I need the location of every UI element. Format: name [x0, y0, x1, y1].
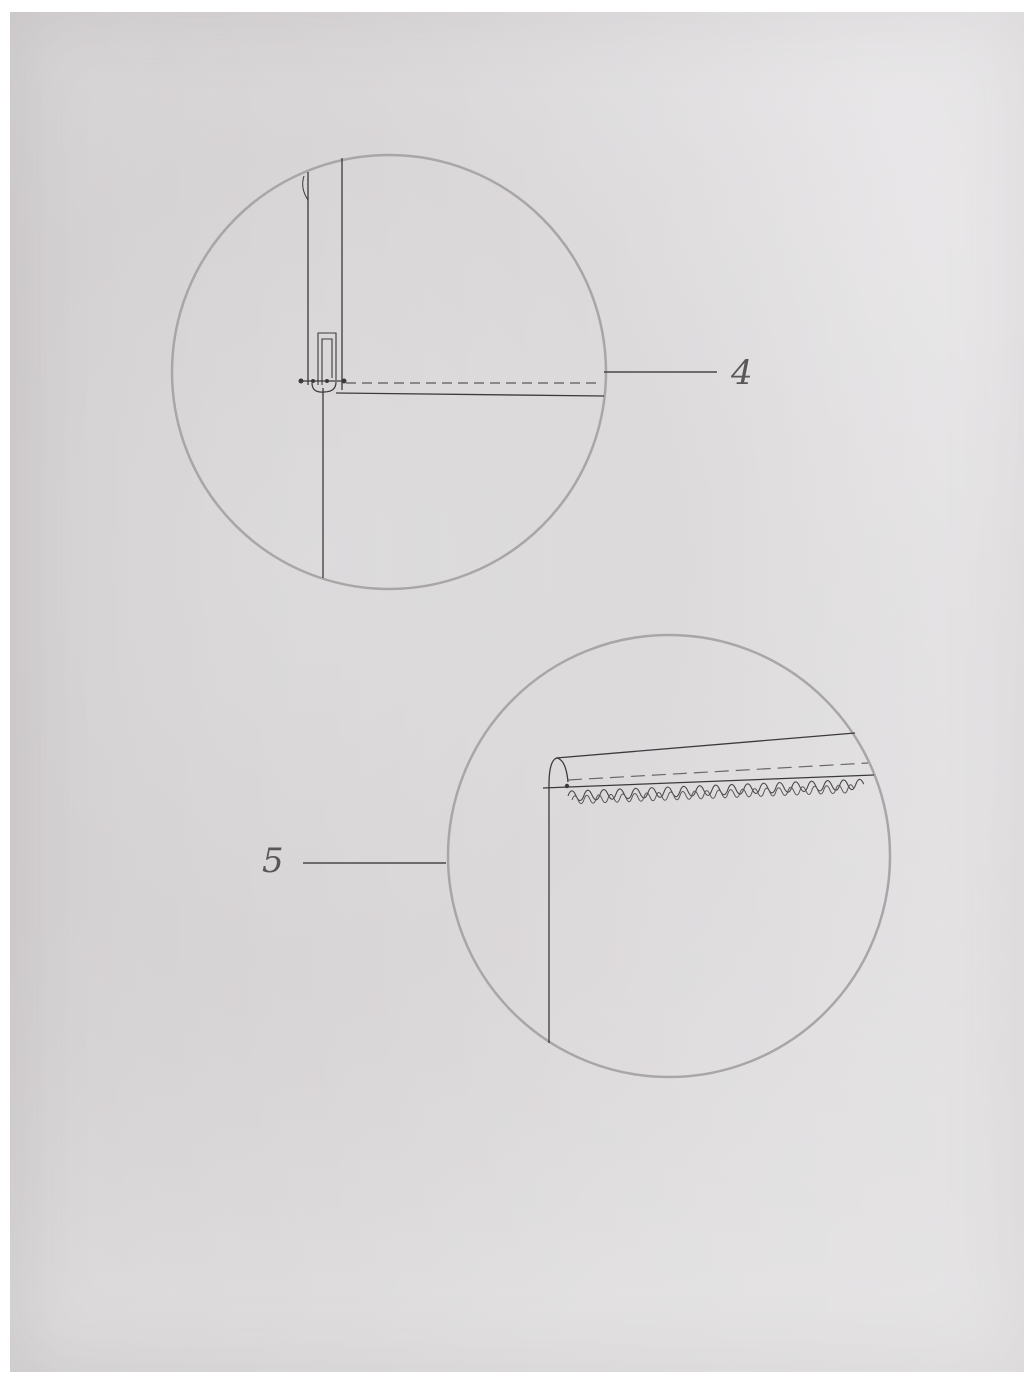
hem-edge-line-4: [335, 392, 605, 397]
callout-label-4: 4: [730, 353, 753, 393]
detail-circle-5: [446, 633, 892, 1079]
detail-view-4: 4: [170, 153, 753, 591]
seam-line-left-curl: [302, 175, 309, 201]
detail-circle-4: [170, 153, 608, 591]
stitch-point: [298, 378, 304, 384]
stitch-point: [341, 378, 347, 384]
stitch-point: [564, 783, 570, 789]
overlock-stitch: [567, 778, 865, 802]
hem-fold-outer: [317, 332, 337, 385]
dashed-seam-line-5: [567, 762, 869, 781]
garment-top-edge: [555, 732, 856, 759]
detail-view-5: 5: [262, 633, 892, 1079]
rolled-edge: [548, 757, 569, 1043]
hem-edge-line-5: [542, 774, 875, 789]
stitch-point: [325, 379, 329, 383]
stitch-point: [311, 379, 315, 383]
hem-fold-inner: [321, 338, 333, 385]
overlock-stitch-loops: [571, 784, 855, 805]
callout-label-5: 5: [262, 841, 284, 881]
hem-fold-curl: [311, 381, 337, 393]
paper-sheet: [10, 12, 1024, 1372]
